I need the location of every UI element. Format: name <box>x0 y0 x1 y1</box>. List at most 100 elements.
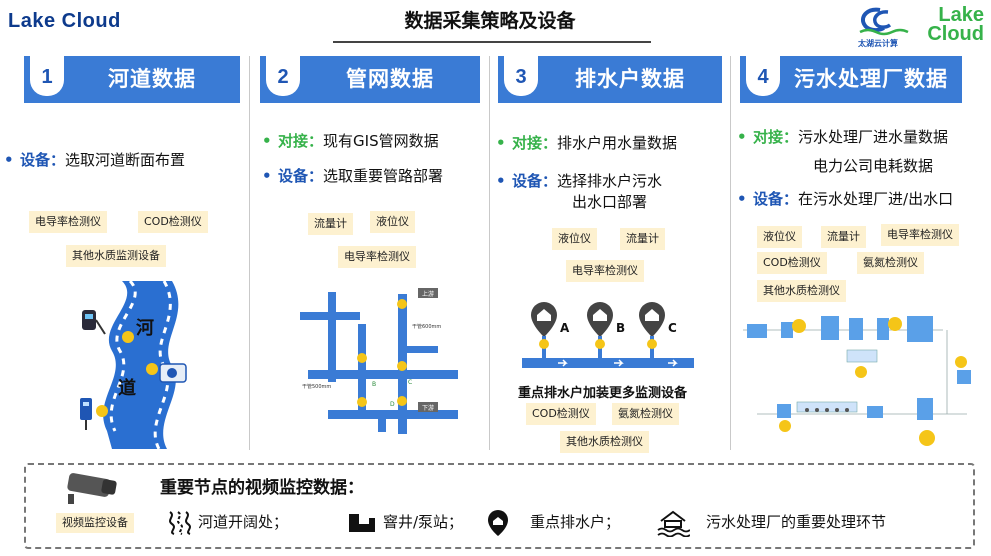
river-icon <box>169 510 191 535</box>
device-tag: 液位仪 <box>757 226 802 248</box>
monitoring-item-plant: 污水处理厂的重要处理环节 <box>656 508 887 537</box>
sensor-device-icon <box>159 363 187 383</box>
sensor-point <box>888 317 902 331</box>
water-quality-meter-icon <box>82 310 106 335</box>
sensor-point <box>397 299 407 309</box>
device-tag: COD检测仪 <box>526 403 596 425</box>
title-underline <box>333 41 651 43</box>
monitoring-item-river: 河道开阔处； <box>164 508 288 536</box>
pipe-size-label: 干管500mm <box>302 383 331 390</box>
device-tag: 电导率检测仪 <box>566 260 644 282</box>
river-label: 道 <box>118 378 136 399</box>
key-users-subheading: 重点排水户加装更多监测设备 <box>518 386 688 401</box>
monitoring-item-text: 污水处理厂的重要处理环节 <box>706 513 887 531</box>
device-tag: 其他水质监测设备 <box>66 245 166 267</box>
sensor-point <box>855 366 867 378</box>
column-header-plant: 4 污水处理厂数据 <box>740 56 962 103</box>
sensor-point <box>397 396 407 406</box>
pipe-network-diagram: 上游 下游 干管600mm 干管500mm B C D <box>300 288 458 434</box>
video-monitoring-title: 重要节点的视频监控数据： <box>160 478 364 498</box>
page-title: 数据采集策略及设备 <box>404 10 576 32</box>
column-treatment-plant: 4 污水处理厂数据 •对接：污水处理厂进水量数据 电力公司电耗数据 •设备：在污… <box>731 56 991 456</box>
pipe-downstream-label: 下游 <box>422 404 434 412</box>
pipe-node-label: C <box>408 379 412 386</box>
camera-device-label: 视频监控设备 <box>56 513 134 533</box>
sensor-point <box>397 361 407 371</box>
column-number: 1 <box>30 56 64 96</box>
bullet-connect: •对接：污水处理厂进水量数据 <box>737 128 949 146</box>
bullet-connect: •对接：现有GIS管网数据 <box>262 132 439 150</box>
monitoring-item-text: 河道开阔处； <box>198 513 289 531</box>
device-tag: 电导率检测仪 <box>338 246 416 268</box>
brand-logo-wordmark: Lake Cloud <box>927 4 984 45</box>
monitoring-item-pump: 窨井/泵站； <box>347 508 463 536</box>
bullet-device: •设备：选取河道断面布置 <box>4 151 186 169</box>
location-pin-icon <box>488 509 508 536</box>
device-tag: 流量计 <box>308 213 353 235</box>
bullet-device: •设备：选取重要管路部署 <box>262 167 444 185</box>
lake-cloud-logo-icon <box>859 7 909 36</box>
column-discharge-users: 3 排水户数据 •对接：排水户用水量数据 •设备：选择排水户污水 出水口部署 液… <box>490 56 730 456</box>
device-tag: 流量计 <box>821 226 866 248</box>
device-tag: 电导率检测仪 <box>881 224 959 246</box>
column-header-pipe: 2 管网数据 <box>260 56 480 103</box>
marker-label: B <box>616 321 625 335</box>
bullet-device: •设备：在污水处理厂进/出水口 <box>737 190 954 208</box>
pipe-size-label: 干管600mm <box>412 323 441 330</box>
monitoring-item-text: 窨井/泵站； <box>383 513 464 531</box>
video-monitoring-panel <box>24 463 975 549</box>
monitoring-item-text: 重点排水户； <box>530 513 621 531</box>
surveillance-camera-icon <box>67 473 117 504</box>
sensor-point <box>955 356 967 368</box>
sensor-point <box>779 420 791 432</box>
sensor-point <box>96 405 108 417</box>
marker-label: C <box>668 321 677 335</box>
device-tag: 电导率检测仪 <box>29 211 107 233</box>
discharge-users-diagram: A B C <box>522 302 694 368</box>
column-title: 排水户数据 <box>575 67 685 91</box>
sensor-point <box>792 319 806 333</box>
device-tag: 液位仪 <box>370 211 415 233</box>
column-header-river: 1 河道数据 <box>24 56 240 103</box>
column-number: 4 <box>746 56 780 96</box>
sensor-point <box>919 430 935 446</box>
column-title: 河道数据 <box>108 67 196 91</box>
sensor-point <box>122 331 134 343</box>
device-tag: 流量计 <box>620 228 665 250</box>
device-tag: 液位仪 <box>552 228 597 250</box>
brand-logo-text: Lake Cloud <box>8 10 121 32</box>
column-pipe-network: 2 管网数据 •对接：现有GIS管网数据 •设备：选取重要管路部署 流量计 液位… <box>250 56 489 456</box>
pipe-upstream-label: 上游 <box>422 290 434 298</box>
bullet-device: •设备：选择排水户污水 <box>496 172 663 190</box>
device-tag: 氨氮检测仪 <box>857 252 924 274</box>
column-title: 污水处理厂数据 <box>794 67 948 91</box>
brand-logo: Lake Cloud 太湖云计算 <box>858 4 986 50</box>
probe-device-icon <box>80 398 92 430</box>
sensor-point <box>357 397 367 407</box>
column-divider <box>730 56 731 450</box>
column-number: 2 <box>266 56 300 96</box>
device-tag: 氨氮检测仪 <box>612 403 679 425</box>
device-tag: COD检测仪 <box>757 252 827 274</box>
marker-label: A <box>560 321 570 335</box>
bullet-device-continued: 出水口部署 <box>572 193 648 211</box>
device-tag: 其他水质检测仪 <box>560 431 649 453</box>
column-number: 3 <box>504 56 538 96</box>
sensor-point <box>146 363 158 375</box>
column-title: 管网数据 <box>346 67 434 91</box>
bullet-connect: •对接：排水户用水量数据 <box>496 134 678 152</box>
river-label: 河 <box>136 318 154 339</box>
brand-logo-cn: 太湖云计算 <box>858 39 898 48</box>
pipe-node-label: B <box>372 381 376 388</box>
treatment-process-diagram <box>743 316 971 446</box>
column-river: 1 河道数据 •设备：选取河道断面布置 电导率检测仪 COD检测仪 其他水质监测… <box>0 56 249 456</box>
column-header-users: 3 排水户数据 <box>498 56 722 103</box>
device-tag: 其他水质检测仪 <box>757 280 846 302</box>
column-divider <box>489 56 490 450</box>
monitoring-item-households: 重点排水户； <box>486 508 620 536</box>
pipe-node-label: D <box>390 401 395 408</box>
water-plant-icon <box>657 510 690 537</box>
column-divider <box>249 56 250 450</box>
pump-station-icon <box>349 513 375 532</box>
sensor-point <box>357 353 367 363</box>
